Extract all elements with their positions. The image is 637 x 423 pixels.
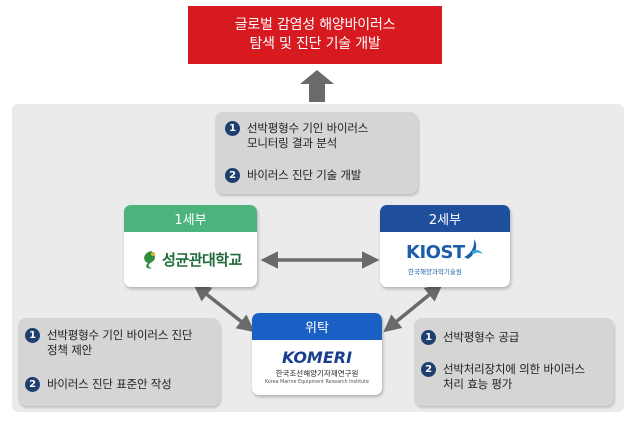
- komeri-subtitle-ko: 한국조선해양기자재연구원: [275, 369, 359, 378]
- note-shared: 1 선박평형수 기인 바이러스 모니터링 결과 분석 2 바이러스 진단 기술 …: [215, 112, 418, 194]
- note-text: 바이러스 진단 기술 개발: [247, 168, 362, 182]
- number-badge: 1: [421, 330, 436, 345]
- card-sub2-header: 2세부: [380, 205, 510, 232]
- kiost-wordmark: KIOST: [406, 242, 465, 263]
- komeri-subtitle-en: Korea Marine Equipment Research Institut…: [264, 380, 370, 385]
- card-sub2: 2세부 KIOST 한국해양과학기술원: [380, 205, 510, 287]
- note-sub2: 1 선박평형수 공급 2 선박처리장치에 의한 바이러스 처리 효능 평가: [414, 318, 614, 406]
- card-consign-label: 위탁: [305, 321, 329, 336]
- skku-name: 성균관대학교: [162, 251, 242, 269]
- up-arrow-icon: [300, 70, 334, 102]
- note-shared-item-1: 1 선박평형수 기인 바이러스 모니터링 결과 분석: [225, 121, 368, 151]
- kiost-logo: KIOST 한국해양과학기술원: [380, 232, 510, 287]
- card-sub1-header: 1세부: [124, 205, 257, 232]
- komeri-logo: KOMERI 한국조선해양기자재연구원 Korea Marine Equipme…: [252, 340, 382, 395]
- goal-title-line2: 탐색 및 진단 기술 개발: [249, 36, 381, 52]
- note-sub1-item-2: 2 바이러스 진단 표준안 작성: [25, 377, 172, 392]
- number-badge: 2: [25, 377, 40, 392]
- number-badge: 2: [421, 362, 436, 377]
- komeri-wordmark: KOMERI: [281, 348, 353, 367]
- number-badge: 2: [225, 168, 240, 183]
- number-badge: 1: [25, 328, 40, 343]
- note-text: 선박처리장치에 의한 바이러스 처리 효능 평가: [443, 362, 585, 391]
- goal-title-box: 글로벌 감염성 해양바이러스 탐색 및 진단 기술 개발: [188, 6, 442, 64]
- kiost-swirl-icon: [464, 239, 483, 259]
- kiost-subtitle: 한국해양과학기술원: [408, 268, 462, 276]
- number-badge: 1: [225, 121, 240, 136]
- card-consign-header: 위탁: [252, 313, 382, 340]
- note-sub1-item-1: 1 선박평형수 기인 바이러스 진단 정책 제안: [25, 328, 193, 358]
- note-sub1: 1 선박평형수 기인 바이러스 진단 정책 제안 2 바이러스 진단 표준안 작…: [18, 318, 220, 406]
- note-text: 바이러스 진단 표준안 작성: [47, 377, 172, 391]
- note-sub2-item-1: 1 선박평형수 공급: [421, 330, 519, 345]
- card-sub2-label: 2세부: [428, 213, 462, 228]
- note-text: 선박평형수 기인 바이러스 진단 정책 제안: [47, 328, 193, 357]
- note-text: 선박평형수 공급: [443, 330, 520, 344]
- note-sub2-item-2: 2 선박처리장치에 의한 바이러스 처리 효능 평가: [421, 362, 585, 392]
- skku-logo: 성균관대학교: [124, 232, 257, 287]
- card-sub1-label: 1세부: [174, 213, 207, 228]
- goal-title-line1: 글로벌 감염성 해양바이러스: [234, 17, 396, 33]
- card-sub1: 1세부 성균관대학교: [124, 205, 257, 287]
- note-text: 선박평형수 기인 바이러스 모니터링 결과 분석: [247, 121, 369, 150]
- note-shared-item-2: 2 바이러스 진단 기술 개발: [225, 168, 361, 183]
- card-consign: 위탁 KOMERI 한국조선해양기자재연구원 Korea Marine Equi…: [252, 313, 382, 395]
- skku-emblem-icon: [144, 250, 156, 269]
